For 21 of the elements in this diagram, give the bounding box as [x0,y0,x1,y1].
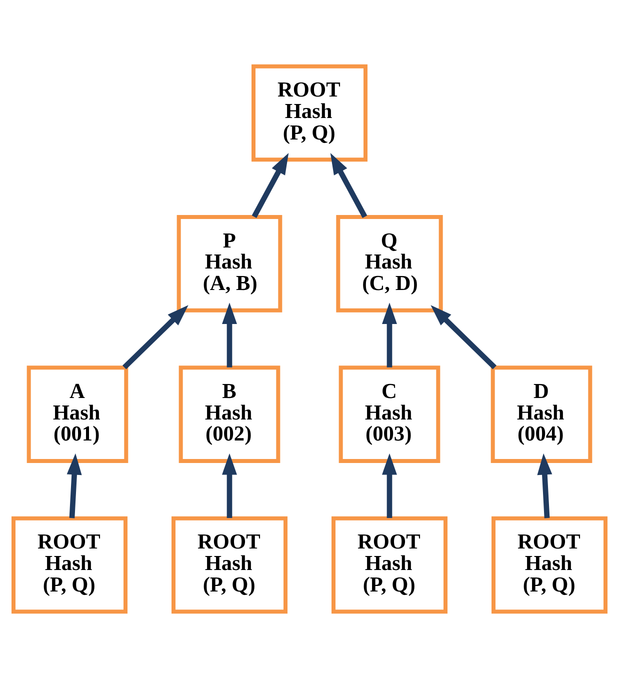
arrow [66,452,82,518]
node-box: A Hash (001) [26,365,128,462]
arrow [222,452,237,518]
arrow [430,304,497,369]
node-box: Q Hash (C, D) [336,214,443,312]
arrow [330,152,368,218]
node-box: ROOT Hash (P, Q) [172,516,288,614]
node-box: ROOT Hash (P, Q) [252,64,368,162]
node-box: ROOT Hash (P, Q) [12,516,128,614]
arrow [537,452,552,518]
arrow [222,302,237,367]
node-box: C Hash (003) [338,365,440,462]
arrow [382,452,397,518]
arrow [122,304,188,369]
arrow [382,302,397,367]
node-box: D Hash (004) [490,365,592,462]
node-box: ROOT Hash (P, Q) [332,516,448,614]
node-box: ROOT Hash (P, Q) [492,516,608,614]
node-box: P Hash (A, B) [176,214,282,312]
arrow [252,152,289,218]
node-box: B Hash (002) [178,365,280,462]
